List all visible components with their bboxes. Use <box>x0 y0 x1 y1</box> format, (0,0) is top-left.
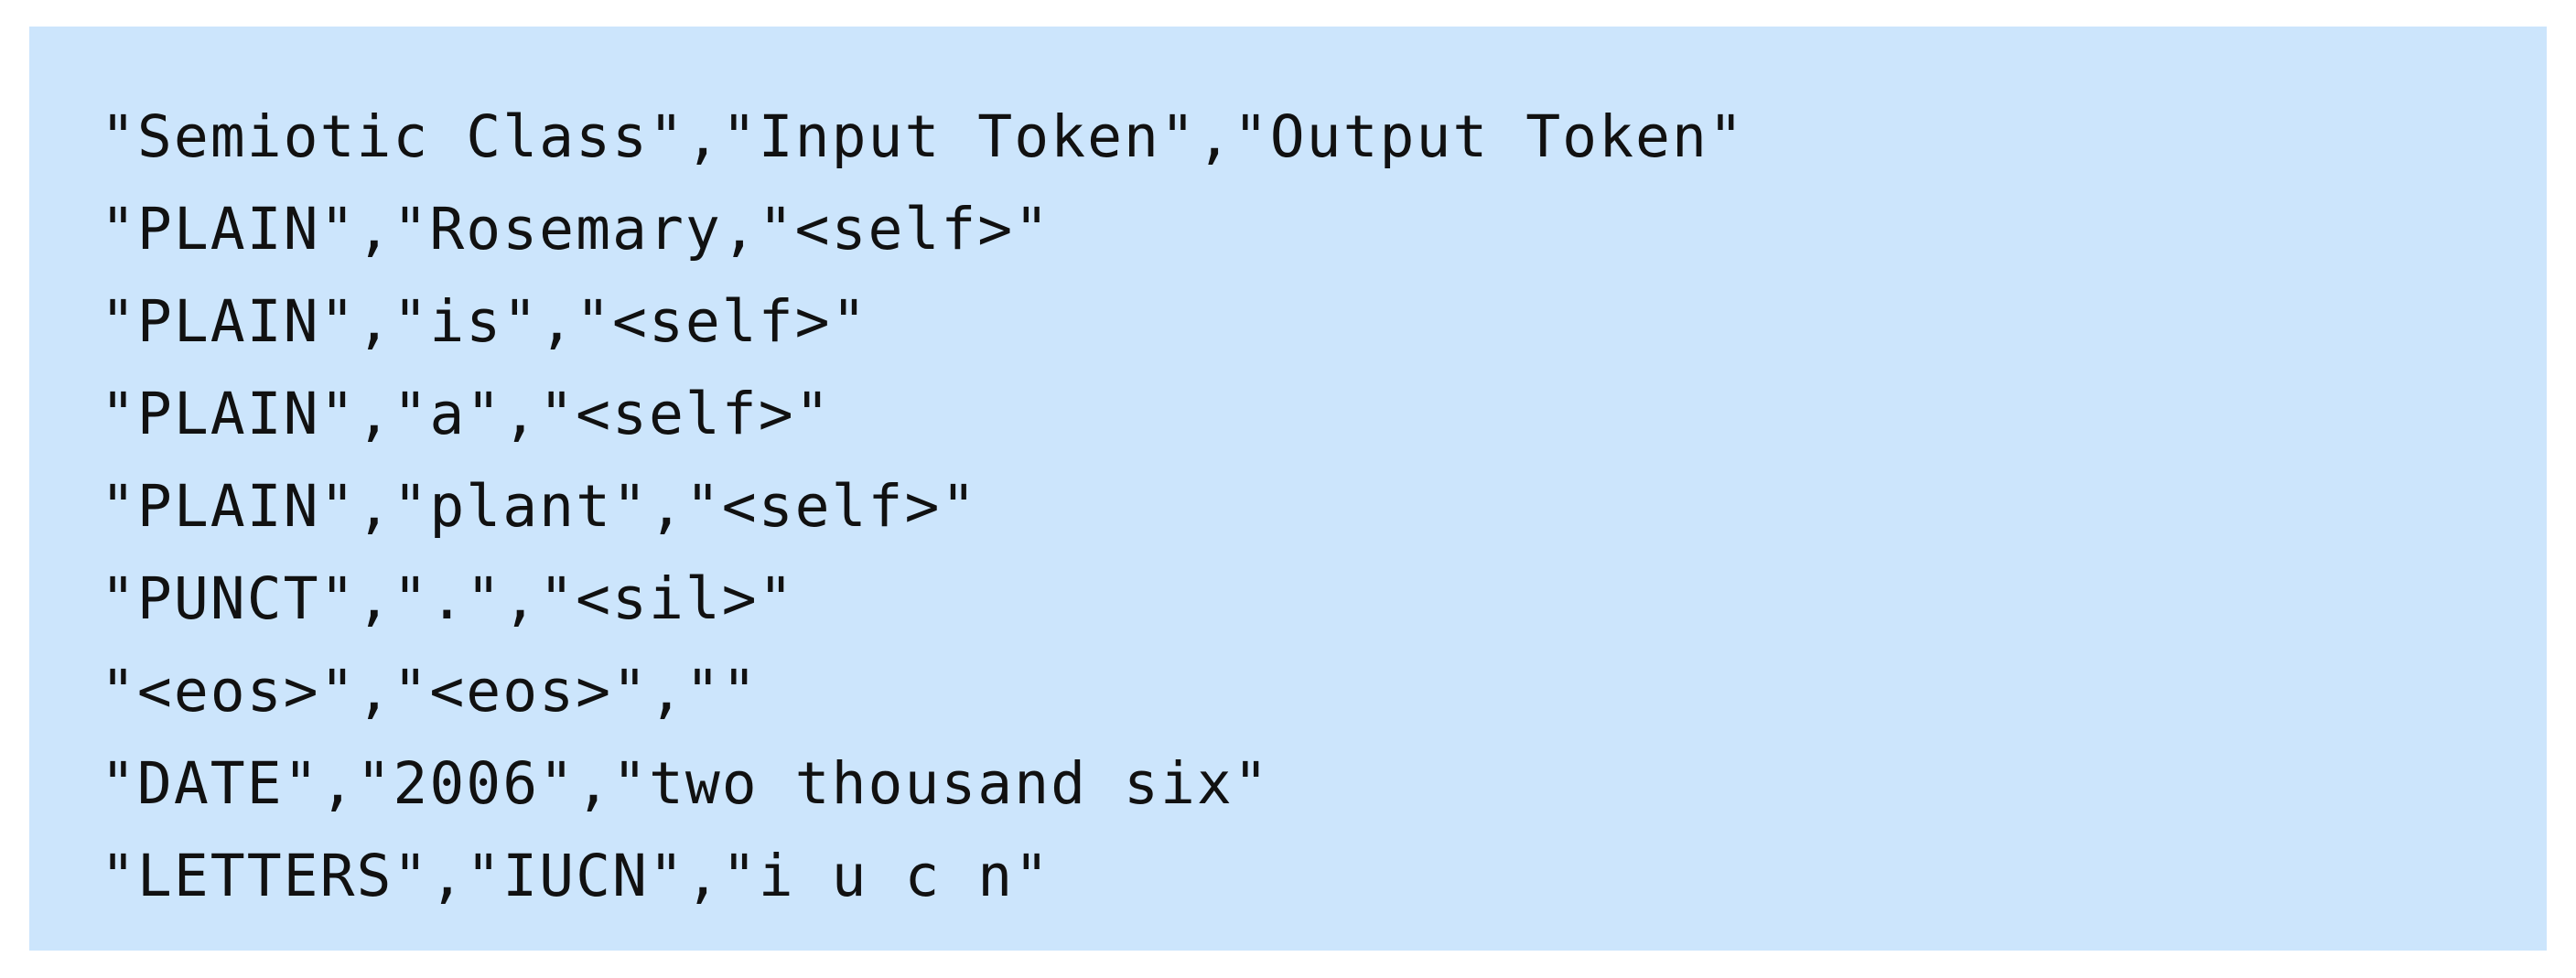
code-listing-panel: "Semiotic Class","Input Token","Output T… <box>29 27 2547 951</box>
code-listing: "Semiotic Class","Input Token","Output T… <box>101 91 1745 922</box>
csv-line: "<eos>","<eos>","" <box>101 658 759 725</box>
csv-line: "PLAIN","Rosemary,"<self>" <box>101 196 1051 263</box>
csv-line: "LETTERS","IUCN","i u c n" <box>101 843 1051 909</box>
csv-line: "PLAIN","is","<self>" <box>101 288 868 355</box>
csv-line: "PLAIN","plant","<self>" <box>101 473 978 540</box>
csv-line: "PUNCT",".","<sil>" <box>101 565 795 632</box>
csv-line: "DATE","2006","two thousand six" <box>101 750 1270 817</box>
csv-line: "PLAIN","a","<self>" <box>101 381 832 447</box>
csv-header-line: "Semiotic Class","Input Token","Output T… <box>101 103 1745 170</box>
